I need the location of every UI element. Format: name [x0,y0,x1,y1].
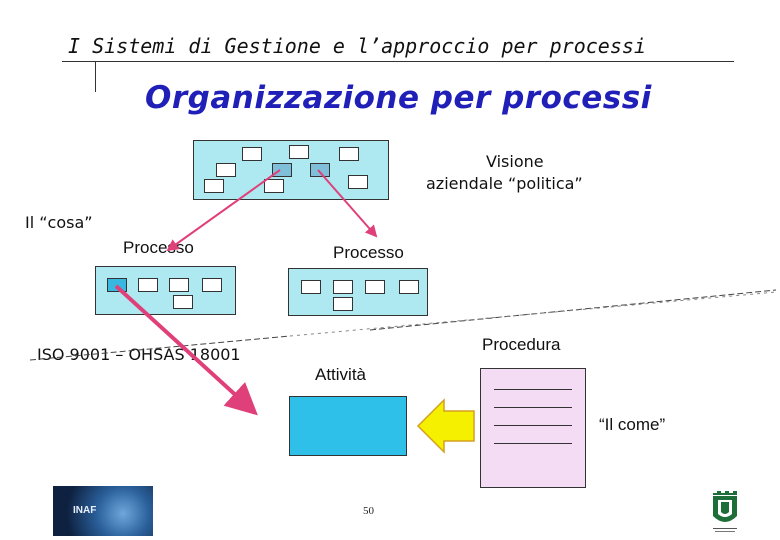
inaf-logo-icon [53,486,153,536]
page-number: 50 [363,505,374,517]
org-unit [264,179,284,193]
process-step [333,297,353,311]
org-unit [339,147,359,161]
org-unit [216,163,236,177]
process-step [173,295,193,309]
org-unit [204,179,224,193]
pink-arrow-icon [166,169,281,252]
header-divider [62,61,734,62]
iso-label: ISO 9001 – OHSAS 18001 [37,345,241,364]
procedura-document [480,368,586,488]
process-step [399,280,419,294]
org-unit [242,147,262,161]
procedura-label: Procedura [482,335,561,354]
process-step [138,278,158,292]
visione-label-line1: Visione [486,152,544,171]
yellow-left-arrow-icon [416,398,475,454]
org-unit [289,145,309,159]
organization-box [193,140,389,200]
document-line [494,407,572,408]
process-step [365,280,385,294]
process-step [202,278,222,292]
il-come-label: “Il come” [599,415,666,434]
process-step [169,278,189,292]
processo-label-right: Processo [333,243,404,262]
il-cosa-label: Il “cosa” [25,213,93,232]
university-crest-icon [713,491,737,532]
slide-header: I Sistemi di Gestione e l’approccio per … [68,34,646,58]
pink-arrow-icon [114,284,258,416]
separator-dashed-right [369,289,777,331]
process-step [301,280,321,294]
visione-label-line2: aziendale “politica” [426,174,583,193]
document-line [494,425,572,426]
org-unit-highlighted [272,163,292,177]
attivita-label: Attività [315,365,367,384]
main-title: Organizzazione per processi [145,80,652,116]
inaf-logo-text: INAF [73,505,97,516]
org-unit [348,175,368,189]
attivita-box [289,396,407,456]
document-line [494,443,572,444]
process-step [333,280,353,294]
separator-dashed-left [29,335,291,361]
org-unit-highlighted [310,163,330,177]
document-line [494,389,572,390]
header-tick [95,62,96,92]
separator-dashed-right-2 [289,291,777,337]
process-box-right [288,268,428,316]
pink-arrow-icon [317,169,378,238]
